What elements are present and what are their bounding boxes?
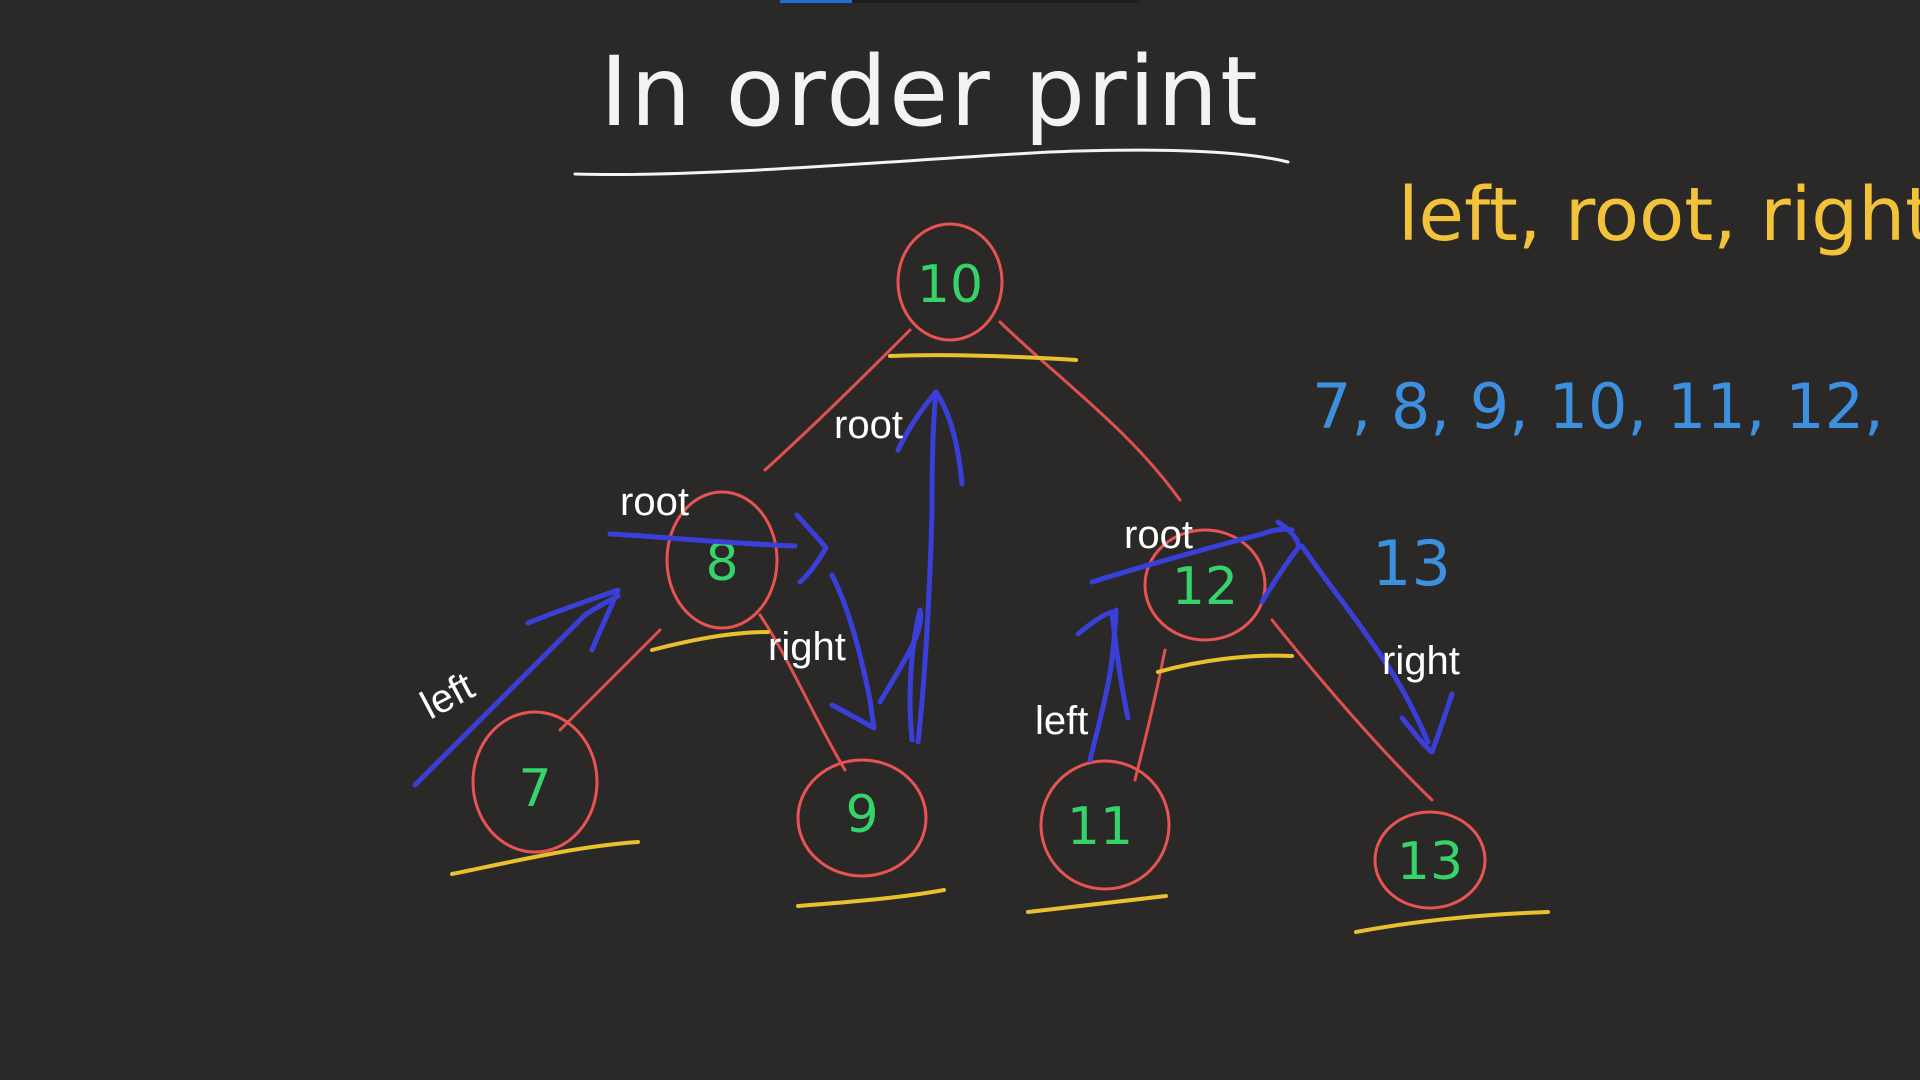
trace-up-to-10 xyxy=(915,389,939,745)
node-ring xyxy=(471,710,599,854)
edge-8-9 xyxy=(758,613,847,772)
label-right-12: right xyxy=(1382,639,1460,683)
visit-mark-13 xyxy=(1354,910,1550,934)
node-value: 12 xyxy=(1172,557,1238,617)
progress-fill xyxy=(780,0,852,3)
trace-arrowhead-8 xyxy=(525,587,621,653)
edge-12-13 xyxy=(1270,618,1434,802)
trace-arrowhead-11 xyxy=(1075,609,1131,721)
visit-mark-8 xyxy=(650,630,770,652)
trace-arrowhead-10 xyxy=(895,389,965,487)
visit-marks xyxy=(450,353,1550,934)
trace-right-to-9 xyxy=(829,572,877,731)
trace-left-to-8 xyxy=(412,593,621,788)
trace-arrowhead-13 xyxy=(1399,691,1455,755)
node-ring xyxy=(796,758,928,878)
visit-mark-7 xyxy=(450,840,640,876)
label-left-12: left xyxy=(1035,699,1088,743)
label-right-8: right xyxy=(768,625,846,669)
trace-cross-8 xyxy=(607,531,798,549)
node-value: 9 xyxy=(845,785,878,845)
inorder-sequence-line2: 13 xyxy=(1372,527,1451,600)
trace-up-from-9 xyxy=(877,607,924,743)
node-7: 7 xyxy=(471,710,599,854)
visit-mark-10 xyxy=(888,353,1078,362)
visit-mark-9 xyxy=(796,888,946,908)
node-value: 10 xyxy=(917,255,983,315)
trace-right-to-13 xyxy=(1299,543,1431,745)
node-value: 7 xyxy=(518,759,551,819)
edge-8-7 xyxy=(558,628,662,732)
label-root-10: root xyxy=(834,403,903,447)
node-11: 11 xyxy=(1039,759,1171,891)
trace-arrowhead-8-right xyxy=(794,512,829,585)
inorder-sequence-line1: 7, 8, 9, 10, 11, 12, xyxy=(1312,370,1884,443)
edge-10-12 xyxy=(998,320,1182,502)
node-13: 13 xyxy=(1373,810,1487,910)
page-title: In order print xyxy=(600,36,1260,148)
tree-edges xyxy=(558,320,1434,802)
title-underline xyxy=(573,148,1290,177)
node-ring xyxy=(665,490,779,630)
node-10: 10 xyxy=(896,222,1004,342)
progress-track xyxy=(780,0,1140,3)
node-9: 9 xyxy=(796,758,928,878)
edge-10-8 xyxy=(763,328,912,472)
node-ring xyxy=(1143,528,1267,642)
node-12: 12 xyxy=(1143,528,1267,642)
node-value: 11 xyxy=(1067,797,1133,857)
node-value: 13 xyxy=(1397,832,1463,892)
label-left-8: left xyxy=(414,664,482,728)
trace-arrowhead-12 xyxy=(1259,519,1301,605)
node-ring xyxy=(1373,810,1487,910)
trace-cross-12 xyxy=(1089,526,1295,585)
label-root-8: root xyxy=(620,480,689,524)
label-root-12: root xyxy=(1124,513,1193,557)
node-ring xyxy=(896,222,1004,342)
visit-mark-12 xyxy=(1156,653,1294,674)
traversal-path xyxy=(412,389,1455,788)
traversal-rule: left, root, right xyxy=(1398,172,1920,258)
node-ring xyxy=(1039,759,1171,891)
visit-mark-11 xyxy=(1026,894,1168,914)
edge-12-11 xyxy=(1133,648,1167,782)
